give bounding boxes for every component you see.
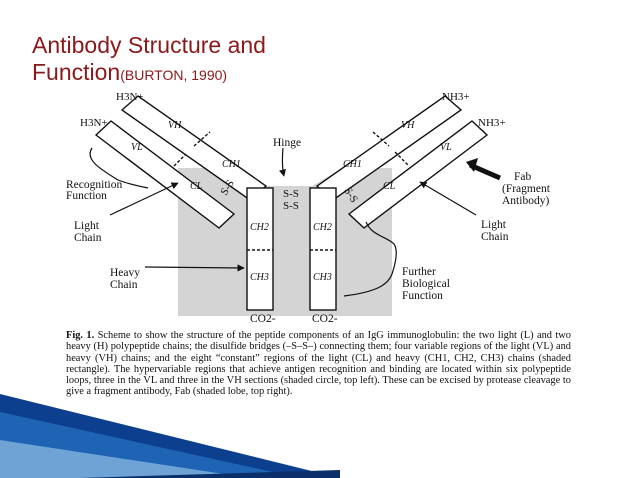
label-light-chain-left-1: Light xyxy=(74,220,100,232)
disulfide-hinge-2: S-S xyxy=(283,200,299,212)
label-recognition-1: Recognition xyxy=(66,179,122,191)
domain-ch2-right: CH2 xyxy=(313,222,332,233)
decorative-stripes xyxy=(0,394,340,478)
domain-vh-right: VH xyxy=(401,120,415,131)
domain-ch1-left: CH1 xyxy=(222,159,241,170)
figure-caption: Fig. 1. Scheme to show the structure of … xyxy=(66,330,571,398)
hinge-arrow xyxy=(278,147,286,177)
label-nh3-top: NH3+ xyxy=(442,91,470,103)
label-hinge: Hinge xyxy=(273,137,301,149)
domain-ch1-right: CH1 xyxy=(343,159,362,170)
shaded-constant-region xyxy=(178,168,392,316)
domain-ch2-left: CH2 xyxy=(250,222,269,233)
label-nh3-right: NH3+ xyxy=(478,117,506,129)
caption-text: Scheme to show the structure of the pept… xyxy=(66,330,571,398)
left-heavy-chain-arm xyxy=(120,95,268,201)
left-heavy-chain-stem xyxy=(246,187,274,311)
slide-title: Antibody Structure and Function(BURTON, … xyxy=(32,30,266,87)
domain-ch3-right: CH3 xyxy=(313,272,332,283)
label-fab-1: Fab xyxy=(514,171,532,183)
further-function-brace xyxy=(343,221,397,297)
caption-fig-label: Fig. 1. xyxy=(66,330,95,341)
label-fab-3: Antibody) xyxy=(502,195,549,207)
light-chain-right-arrow xyxy=(419,181,477,216)
label-h3n-left: H3N+ xyxy=(80,117,108,129)
right-light-chain xyxy=(347,120,489,229)
domain-vl-right: VL xyxy=(440,142,452,153)
label-light-chain-right-2: Chain xyxy=(481,231,509,243)
right-heavy-chain-stem xyxy=(309,187,337,311)
label-recognition-2: Function xyxy=(66,190,107,202)
domain-cl-right: CL xyxy=(383,181,396,192)
title-line-1: Antibody Structure and xyxy=(32,32,266,58)
label-h3n-top: H3N+ xyxy=(116,91,144,103)
disulfide-hinge-1: S-S xyxy=(283,188,299,200)
fab-arrowhead xyxy=(466,158,478,172)
label-fab-2: (Fragment xyxy=(502,183,551,195)
label-further-3: Function xyxy=(402,290,443,302)
domain-cl-left: CL xyxy=(190,181,203,192)
light-chain-left-arrow xyxy=(109,182,179,216)
label-co2-right: CO2- xyxy=(312,313,338,325)
label-light-chain-left-2: Chain xyxy=(74,232,102,244)
label-co2-left: CO2- xyxy=(250,313,276,325)
label-light-chain-right-1: Light xyxy=(481,219,507,231)
title-citation: (BURTON, 1990) xyxy=(120,67,228,83)
domain-vh-left: VH xyxy=(168,120,182,131)
label-heavy-chain-1: Heavy xyxy=(110,267,140,279)
label-heavy-chain-2: Chain xyxy=(110,279,138,291)
label-further-1: Further xyxy=(402,266,436,278)
heavy-chain-arrow xyxy=(144,264,245,272)
title-line-2: Function xyxy=(32,59,121,85)
label-further-2: Biological xyxy=(402,278,450,290)
recognition-brace xyxy=(89,147,149,189)
domain-vl-left: VL xyxy=(131,142,143,153)
domain-ch3-left: CH3 xyxy=(250,272,269,283)
